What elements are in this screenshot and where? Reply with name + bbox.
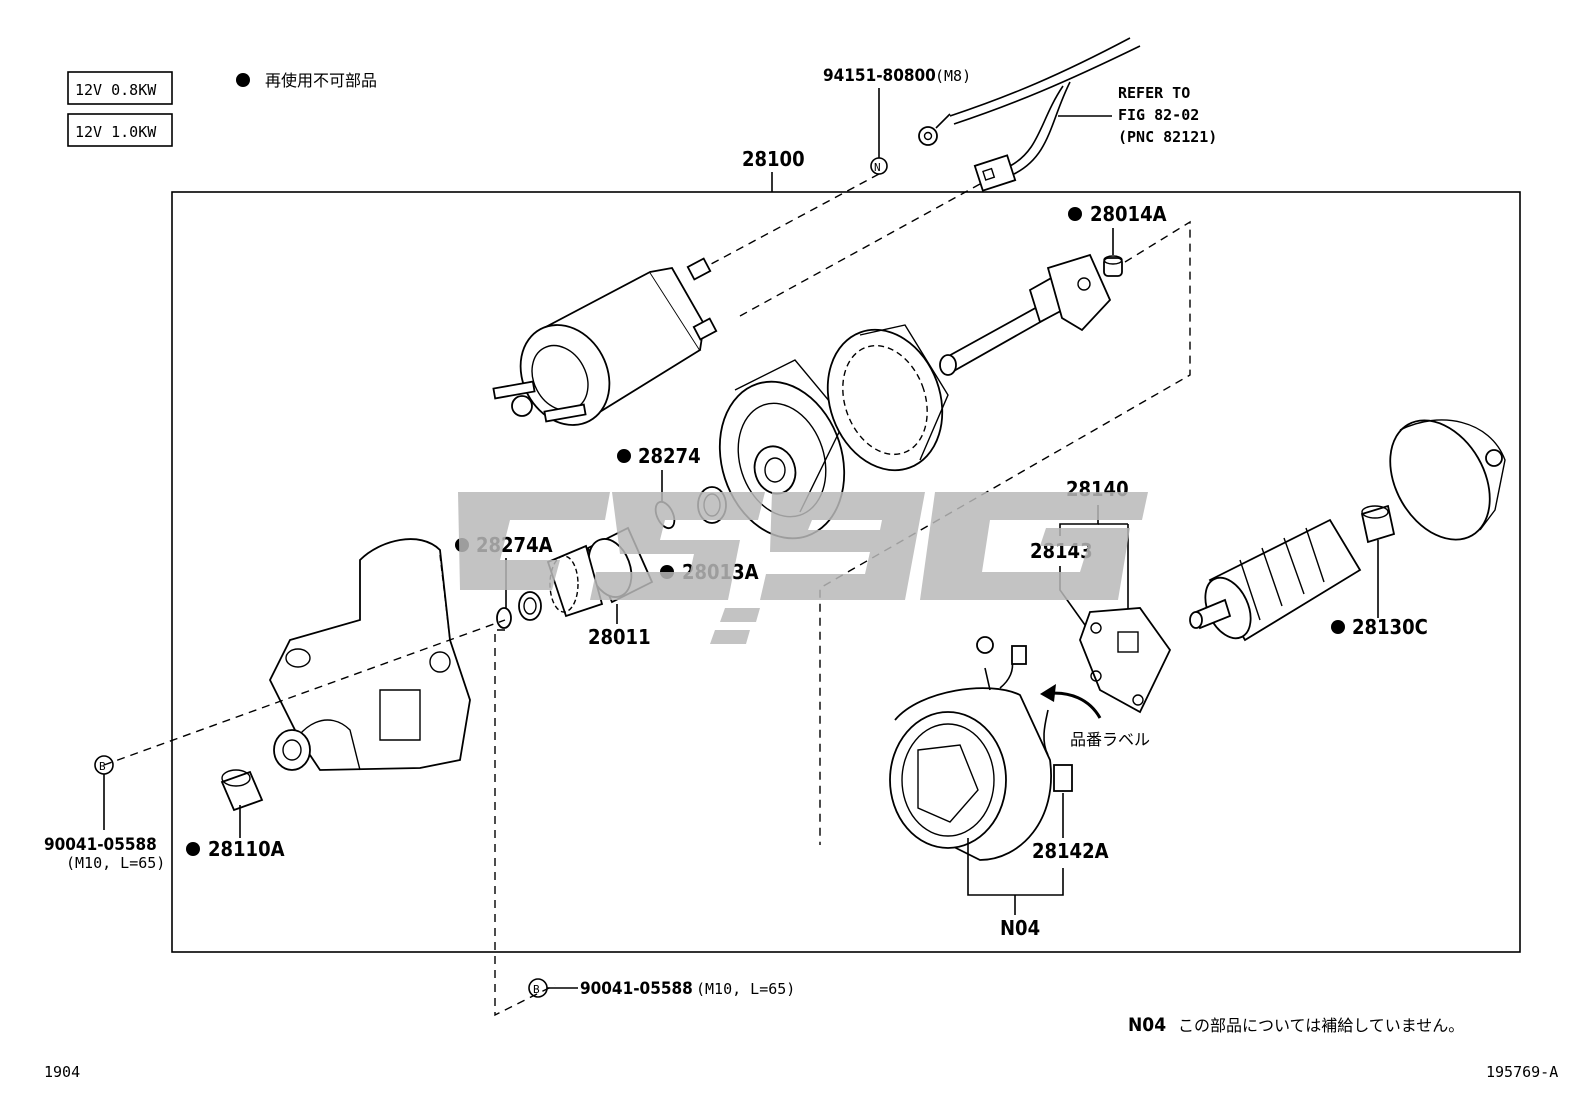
refer-line-2: FIG 82-02 xyxy=(1118,106,1199,124)
footer-right: 195769-A xyxy=(1486,1063,1558,1081)
bolt-bottom-spec: (M10, L=65) xyxy=(696,980,795,998)
spec-box-0.8kw: 12V 0.8KW xyxy=(67,71,173,105)
arrow-icon xyxy=(1040,684,1056,702)
non-reusable-marker-icon xyxy=(1068,207,1082,221)
legend-text: 再使用不可部品 xyxy=(265,71,377,90)
spec-box-label: 12V 1.0KW xyxy=(75,123,157,141)
end-cover xyxy=(1389,419,1506,541)
planetary-ring xyxy=(826,324,949,472)
assembly-frame xyxy=(171,191,1521,953)
part-28130c: 28130C xyxy=(1352,615,1428,639)
svg-text:B: B xyxy=(533,983,540,996)
bushing-28014a xyxy=(1103,255,1123,277)
output-shaft xyxy=(939,253,1112,376)
connector-icon xyxy=(973,154,1017,192)
part-28142a: 28142A xyxy=(1032,839,1109,863)
svg-text:N: N xyxy=(874,161,881,174)
n04-label: N04 xyxy=(1000,916,1040,940)
non-reusable-marker-icon xyxy=(236,73,250,87)
part-28011: 28011 xyxy=(588,625,651,649)
bolt-top-number: 94151-80800 xyxy=(823,66,936,86)
part-number-label-text: 品番ラベル xyxy=(1070,730,1150,749)
non-reusable-marker-icon xyxy=(617,449,631,463)
non-reusable-marker-icon xyxy=(186,842,200,856)
snap-ring-28274a xyxy=(496,607,512,629)
connector-28142a xyxy=(1043,709,1073,792)
footer-left: 1904 xyxy=(44,1063,80,1081)
drive-housing xyxy=(268,538,471,771)
harness-wire xyxy=(949,37,1131,117)
bolt-left-number: 90041-05588 xyxy=(44,835,157,855)
legend: 再使用不可部品 xyxy=(236,71,377,90)
part-28014a: 28014A xyxy=(1090,202,1167,226)
collar xyxy=(518,591,542,621)
bolt-top-spec: (M8) xyxy=(935,67,971,85)
bolt-left-spec: (M10, L=65) xyxy=(66,854,165,872)
armature xyxy=(1189,518,1362,642)
part-28110a: 28110A xyxy=(208,837,285,861)
bushing-28110a xyxy=(220,769,264,812)
solenoid-switch xyxy=(492,257,718,426)
spec-box-label: 12V 0.8KW xyxy=(75,81,157,99)
refer-line-3: (PNC 82121) xyxy=(1118,128,1217,146)
assembly-number: 28100 xyxy=(742,147,805,171)
watermark-logo xyxy=(458,492,1148,644)
refer-line-1: REFER TO xyxy=(1118,84,1190,102)
note-code: N04 xyxy=(1128,1014,1166,1036)
bearing-28130c xyxy=(1360,504,1396,544)
svg-text:B: B xyxy=(99,760,106,773)
bolt-bottom-number: 90041-05588 xyxy=(580,979,693,999)
ring-terminal-icon xyxy=(918,113,951,146)
spec-box-1.0kw: 12V 1.0KW xyxy=(67,113,173,147)
brush-holder xyxy=(1079,607,1172,714)
note-text: この部品については補給していません。 xyxy=(1178,1016,1464,1035)
field-frame xyxy=(889,636,1052,861)
part-28274: 28274 xyxy=(638,444,701,468)
non-reusable-marker-icon xyxy=(1331,620,1345,634)
